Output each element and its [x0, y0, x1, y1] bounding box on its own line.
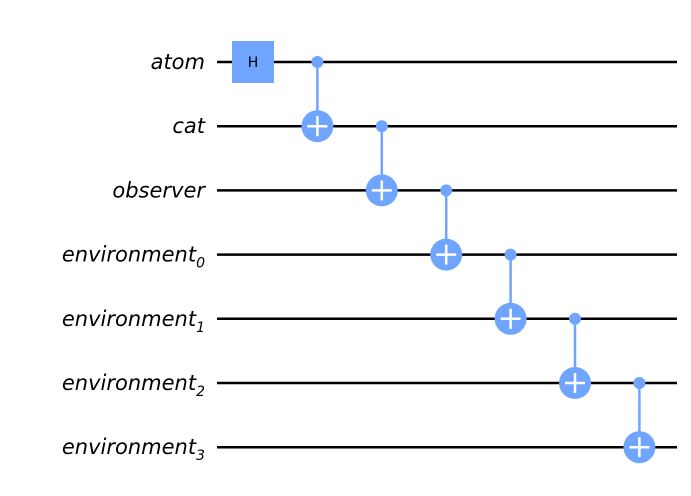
cnot-control-dot-5	[569, 312, 581, 325]
qubit-name: atom	[151, 50, 205, 74]
qubit-label-5: environment2	[62, 371, 205, 400]
cnot-target-6	[623, 431, 656, 464]
hadamard-gate-label: H	[248, 55, 259, 71]
qubit-subscript: 1	[196, 320, 205, 336]
cnot-target-2	[365, 174, 398, 207]
cnot-control-dot-3	[440, 184, 453, 197]
qubit-name: environment	[62, 435, 197, 459]
qubit-subscript: 2	[196, 384, 205, 400]
qubit-subscript: 0	[196, 256, 205, 272]
cnot-target-1	[301, 110, 334, 143]
qubit-name: cat	[172, 114, 205, 138]
qubit-name: environment	[62, 243, 197, 267]
cnot-control-dot-6	[633, 377, 646, 389]
qubit-labels: atomcatobserverenvironment0environment1e…	[62, 50, 206, 464]
qubit-name: environment	[62, 371, 197, 395]
cnot-target-4	[494, 302, 527, 335]
cnot-control-dot-2	[375, 120, 388, 133]
qubit-name: environment	[62, 307, 197, 331]
gates: H	[232, 41, 656, 464]
qubit-label-3: environment0	[62, 243, 205, 272]
cnot-target-5	[559, 367, 591, 399]
qubit-subscript: 3	[196, 448, 205, 464]
qubit-label-0: atom	[151, 50, 205, 74]
qubit-label-4: environment1	[62, 307, 205, 336]
qubit-name: observer	[112, 178, 206, 202]
cnot-control-dot-1	[311, 56, 324, 68]
qubit-label-2: observer	[112, 178, 206, 202]
cnot-control-dot-4	[504, 248, 517, 261]
qubit-label-1: cat	[172, 114, 205, 138]
qubit-label-6: environment3	[62, 435, 205, 464]
cnot-target-3	[430, 238, 463, 271]
hadamard-gate	[232, 41, 274, 83]
